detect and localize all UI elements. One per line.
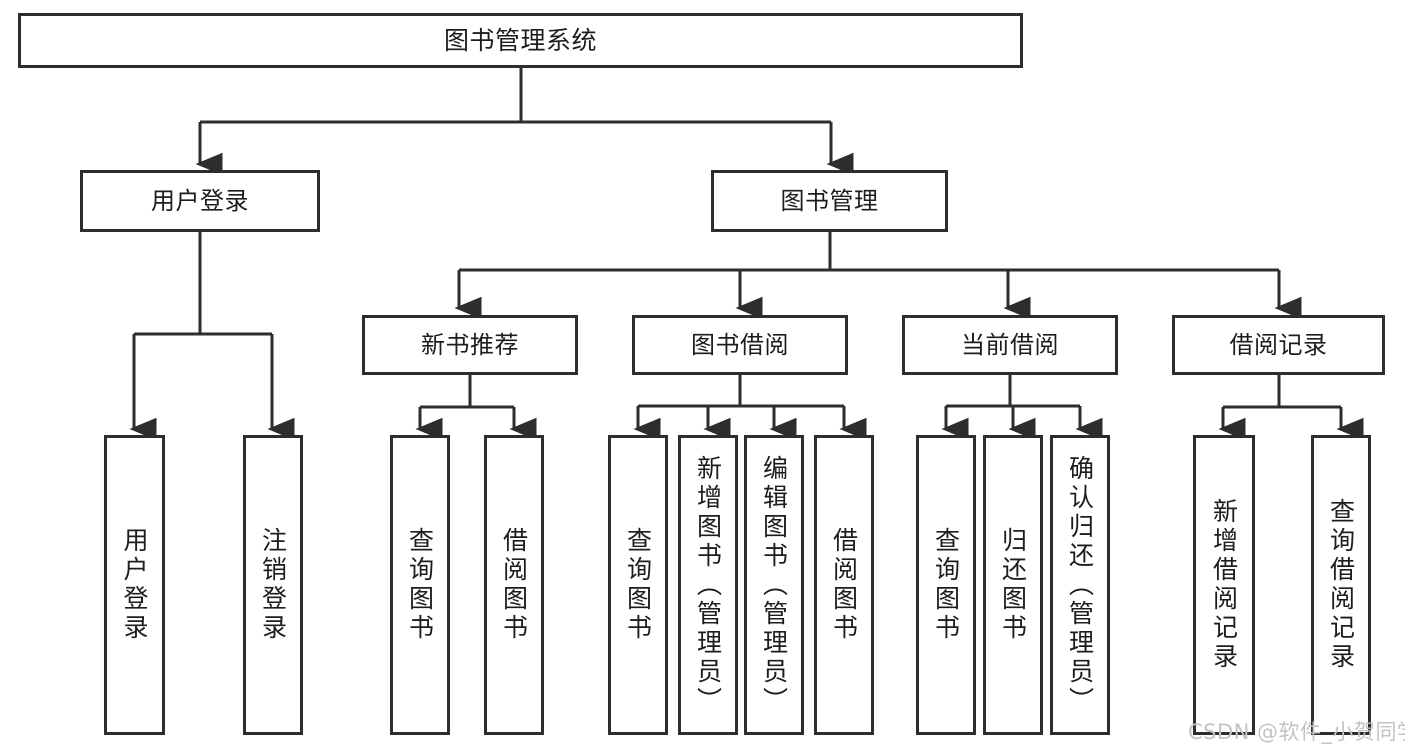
node-leaf-brw-edit-book-label: 编辑图书（管理员） [759, 454, 789, 716]
node-leaf-rec-query-book[interactable]: 查询图书 [390, 435, 450, 735]
node-leaf-cur-query-book[interactable]: 查询图书 [916, 435, 976, 735]
node-user-login-label: 用户登录 [151, 186, 249, 215]
node-new-book-recommend[interactable]: 新书推荐 [362, 315, 578, 375]
node-borrow-record[interactable]: 借阅记录 [1172, 315, 1385, 375]
node-leaf-rcd-query-record[interactable]: 查询借阅记录 [1311, 435, 1371, 735]
node-leaf-cur-return-book[interactable]: 归还图书 [983, 435, 1043, 735]
node-leaf-user-logout[interactable]: 注销登录 [243, 435, 303, 735]
node-root-label: 图书管理系统 [443, 25, 597, 55]
node-leaf-cur-confirm-label: 确认归还（管理员） [1065, 454, 1095, 716]
node-leaf-brw-query-book[interactable]: 查询图书 [608, 435, 668, 735]
node-borrow-record-label: 借阅记录 [1229, 330, 1328, 359]
node-leaf-user-login[interactable]: 用户登录 [104, 435, 165, 735]
node-book-manage[interactable]: 图书管理 [711, 170, 948, 232]
node-leaf-cur-return-book-label: 归还图书 [998, 527, 1028, 643]
node-leaf-brw-add-book[interactable]: 新增图书（管理员） [678, 435, 738, 735]
node-leaf-user-logout-label: 注销登录 [258, 527, 288, 643]
node-leaf-rec-borrow-book-label: 借阅图书 [499, 527, 529, 643]
node-leaf-rec-borrow-book[interactable]: 借阅图书 [484, 435, 544, 735]
node-leaf-brw-borrow-book-label: 借阅图书 [829, 527, 859, 643]
node-current-borrow-label: 当前借阅 [961, 330, 1059, 359]
node-new-book-recommend-label: 新书推荐 [421, 330, 519, 359]
node-book-borrow-label: 图书借阅 [691, 330, 789, 359]
node-root[interactable]: 图书管理系统 [18, 13, 1023, 68]
node-leaf-user-login-label: 用户登录 [120, 527, 149, 643]
node-leaf-cur-query-book-label: 查询图书 [931, 527, 961, 643]
node-leaf-brw-edit-book[interactable]: 编辑图书（管理员） [744, 435, 804, 735]
node-leaf-brw-query-book-label: 查询图书 [623, 527, 653, 643]
node-leaf-rcd-query-record-label: 查询借阅记录 [1326, 498, 1356, 672]
node-leaf-cur-confirm[interactable]: 确认归还（管理员） [1050, 435, 1110, 735]
node-leaf-rcd-add-record-label: 新增借阅记录 [1209, 498, 1239, 672]
node-book-borrow[interactable]: 图书借阅 [632, 315, 848, 375]
node-user-login[interactable]: 用户登录 [80, 170, 320, 232]
node-leaf-brw-add-book-label: 新增图书（管理员） [693, 454, 723, 716]
node-leaf-brw-borrow-book[interactable]: 借阅图书 [814, 435, 874, 735]
node-leaf-rec-query-book-label: 查询图书 [405, 527, 435, 643]
node-current-borrow[interactable]: 当前借阅 [902, 315, 1118, 375]
node-leaf-rcd-add-record[interactable]: 新增借阅记录 [1193, 435, 1255, 735]
node-book-manage-label: 图书管理 [780, 186, 879, 215]
